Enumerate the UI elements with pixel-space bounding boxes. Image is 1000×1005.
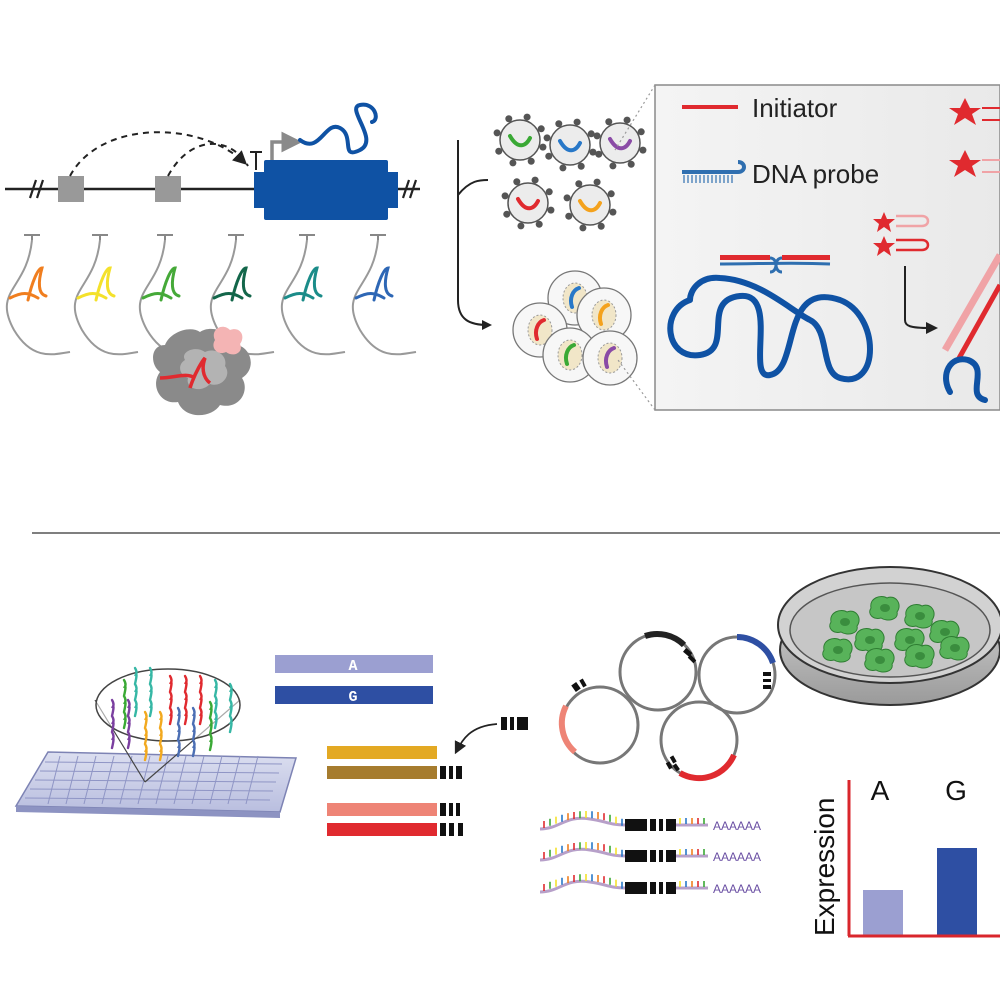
dna-probe-legend-label: DNA probe [752,159,879,189]
oligo-strand-11 [158,710,163,762]
oligo-strand-2 [148,666,153,718]
oligo-strand-12 [176,706,181,758]
virus-particle-2 [543,118,597,172]
initiator-legend-label: Initiator [752,93,838,123]
guide-rna-library [5,234,417,356]
amplified-hcr-polymer [941,253,1000,403]
oligo-strand-9 [126,698,131,750]
cell-4 [542,327,598,383]
oligo-strand-7 [228,682,233,734]
effector-domain [213,326,243,355]
guide-rna-1 [5,234,71,356]
barcoded-oligo-bars [327,717,528,836]
oligo-strand-10 [143,710,148,762]
mrna-transcript-2: AAAAAA [539,842,761,864]
oligo-strand-13 [191,706,196,758]
gene-locus-diagram [5,102,420,416]
oligo-library-strands [110,666,233,762]
virus-particle-5 [563,178,617,232]
cell-5 [582,330,638,386]
oligo-red [327,823,437,836]
barcode-insertion-arrow [454,723,498,755]
enhancer-box-1 [58,176,84,202]
virus-particle-1 [493,113,547,167]
barcoded-mrna-transcripts: AAAAAA AAAAAA AAAAAA [539,811,761,896]
magnified-detection-panel: Initiator DNA probe [614,84,1000,411]
oligo-gold [327,746,437,759]
oligo-array-chip [14,666,297,818]
guide-rna-4 [209,234,275,356]
dish-cells [822,595,970,673]
magnified-spot-outline [95,668,241,742]
variant-g-bar [275,686,433,704]
enhancer-loop-arrow-1 [69,131,248,177]
cas9-complex [153,326,251,416]
oligo-strand-3 [168,674,173,726]
oligo-strand-8 [110,698,115,750]
enhancer-box-2 [155,176,181,202]
gene-body [254,160,398,220]
delivery-branch-arrow [457,140,492,330]
probe-binding-scene [667,255,873,383]
oligo-strand-14 [208,700,213,752]
virus-particle-4 [501,176,555,230]
viral-particles [493,113,647,232]
oligo-strand-15 [122,678,127,730]
oligo-strand-5 [198,674,203,726]
mrna-transcript-3: AAAAAA [539,874,761,896]
cell-2 [576,287,632,343]
polya-tail-label-3: AAAAAA [713,882,761,896]
expression-bar-chart: Expression A G [809,775,1000,938]
category-label-a: A [871,775,890,806]
variant-g-label: G [348,689,357,706]
plasmid-library [558,631,777,782]
expression-bar-g [937,848,977,935]
polya-tail-label-1: AAAAAA [713,819,761,833]
guide-rna-2 [73,234,139,356]
fluorescent-hairpin-pair-top [949,98,1000,177]
y-axis-label: Expression [809,797,840,936]
tss-arrow [270,131,303,160]
variant-a-bar [275,655,433,673]
oligo-strand-6 [213,678,218,730]
virus-particle-3 [593,116,647,170]
barcode-tag [501,717,528,730]
target-rna-strand [667,274,873,383]
oligo-salmon [327,803,437,816]
oligo-strand-4 [183,674,188,726]
plasmid-2 [618,632,698,712]
transcript-rna [298,102,378,155]
break-mark-left [28,179,45,199]
guide-rna-6 [351,234,417,356]
break-mark-right [401,179,418,199]
hairpin-probes-small [873,212,930,256]
category-label-g: G [945,775,967,806]
oligo-brown [327,766,437,779]
enhancer-loop-arrow-2 [167,143,249,177]
dna-probe-legend-swatch [682,160,746,183]
variant-oligo-bars: A G [275,655,433,706]
oligo-strand-1 [133,666,138,718]
culture-dish [777,566,1000,706]
expression-bar-a [863,890,903,935]
transduced-cells [512,270,638,386]
variant-a-label: A [348,658,357,675]
mrna-transcript-1: AAAAAA [539,811,761,833]
polya-tail-label-2: AAAAAA [713,850,761,864]
guide-rna-5 [280,234,346,356]
